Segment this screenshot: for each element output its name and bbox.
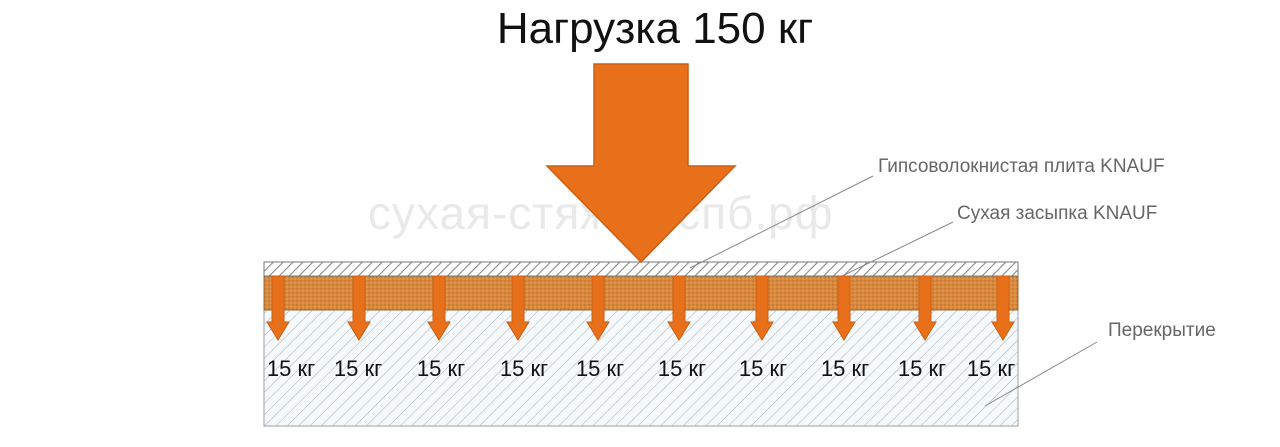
load-arrow	[427, 275, 451, 341]
load-label: 15 кг	[576, 356, 624, 381]
distributed-load-arrows	[266, 275, 1015, 341]
load-arrow	[347, 275, 371, 341]
slab-callout: Перекрытие	[1108, 320, 1216, 341]
load-label: 15 кг	[334, 356, 382, 381]
load-arrow	[586, 275, 610, 341]
load-label: 15 кг	[821, 356, 869, 381]
load-label: 15 кг	[898, 356, 946, 381]
backfill-layer	[263, 275, 1019, 311]
load-arrow	[750, 275, 774, 341]
load-label: 15 кг	[658, 356, 706, 381]
load-label: 15 кг	[267, 356, 315, 381]
load-label: 15 кг	[417, 356, 465, 381]
load-arrow	[832, 275, 856, 341]
load-label: 15 кг	[500, 356, 548, 381]
load-arrow	[667, 275, 691, 341]
load-arrow	[506, 275, 530, 341]
diagram-title: Нагрузка 150 кг	[496, 4, 814, 53]
backfill-callout: Сухая засыпка KNAUF	[957, 203, 1158, 224]
load-arrow	[991, 275, 1015, 341]
main-load-arrow	[545, 63, 737, 264]
board-leader-line	[689, 175, 874, 269]
board-layer	[263, 261, 1019, 277]
board-callout: Гипсоволокнистая плита KNAUF	[878, 156, 1165, 177]
slab-layer	[263, 305, 1019, 427]
load-arrow	[266, 275, 290, 341]
backfill-leader-line	[837, 221, 954, 279]
load-arrow	[913, 275, 937, 341]
load-label: 15 кг	[739, 356, 787, 381]
load-label: 15 кг	[967, 356, 1015, 381]
slab-leader-line	[984, 341, 1098, 407]
distributed-load-labels: 15 кг 15 кг 15 кг 15 кг 15 кг 15 кг 15 кг 15 кг…	[267, 356, 1015, 381]
